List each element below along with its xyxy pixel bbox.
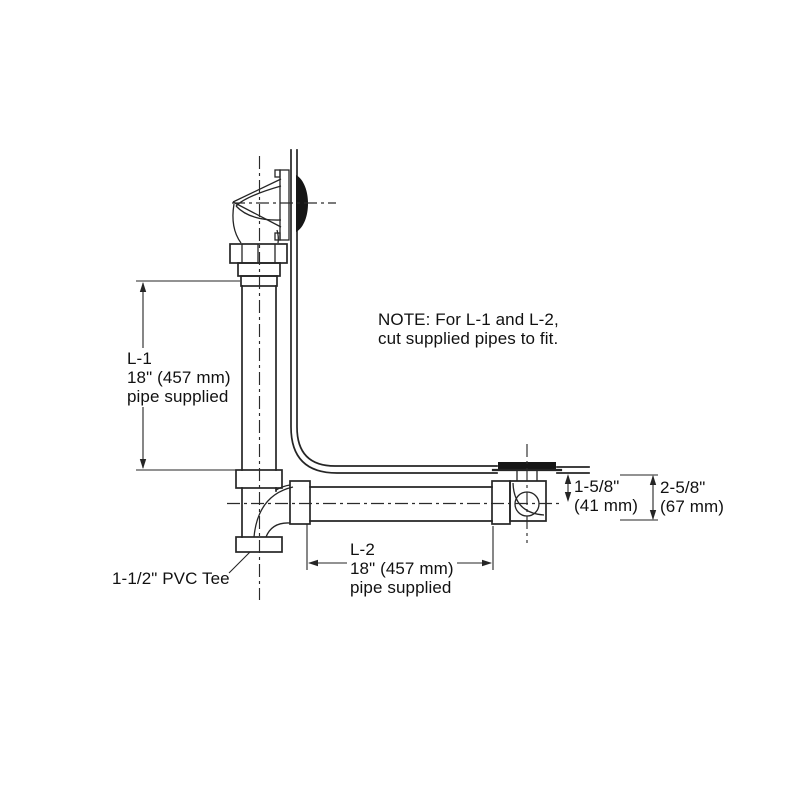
l1-note: pipe supplied xyxy=(127,387,229,406)
tee-fitting xyxy=(235,469,311,553)
centerlines xyxy=(227,156,560,600)
dimension-label-67mm: 2-5/8" (67 mm) xyxy=(660,478,724,516)
note-line-2: cut supplied pipes to fit. xyxy=(378,329,559,348)
l2-label: L-2 xyxy=(350,540,375,559)
drain-flange xyxy=(498,462,556,469)
tee-branch-hub xyxy=(289,480,311,525)
note-text: NOTE: For L-1 and L-2, cut supplied pipe… xyxy=(378,310,559,348)
dim-67-imperial: 2-5/8" xyxy=(660,478,706,497)
dimension-67mm xyxy=(620,474,658,521)
dim-41-imperial: 1-5/8" xyxy=(574,477,620,496)
vertical-pipe xyxy=(241,285,277,471)
l2-value: 18" (457 mm) xyxy=(350,559,454,578)
note-line-1: NOTE: For L-1 and L-2, xyxy=(378,310,559,329)
horizontal-pipe xyxy=(309,480,511,525)
overflow-assembly xyxy=(229,169,308,287)
tub-profile xyxy=(290,149,590,474)
l1-value: 18" (457 mm) xyxy=(127,368,231,387)
dim-67-metric: (67 mm) xyxy=(660,497,724,516)
tee-callout: 1-1/2" PVC Tee xyxy=(112,569,230,588)
tee-leader-line xyxy=(228,551,251,574)
dimension-label-l2: L-2 18" (457 mm) pipe supplied xyxy=(347,539,457,598)
dimension-41mm xyxy=(564,474,572,502)
l2-note: pipe supplied xyxy=(350,578,452,597)
overflow-cover-dome xyxy=(296,175,308,232)
dimension-label-41mm: 1-5/8" (41 mm) xyxy=(574,477,638,515)
dimension-label-l1: L-1 18" (457 mm) pipe supplied xyxy=(124,348,234,407)
dim-41-metric: (41 mm) xyxy=(574,496,638,515)
pipe-coupling xyxy=(491,480,511,525)
slip-nut xyxy=(229,243,288,264)
l1-label: L-1 xyxy=(127,349,152,368)
